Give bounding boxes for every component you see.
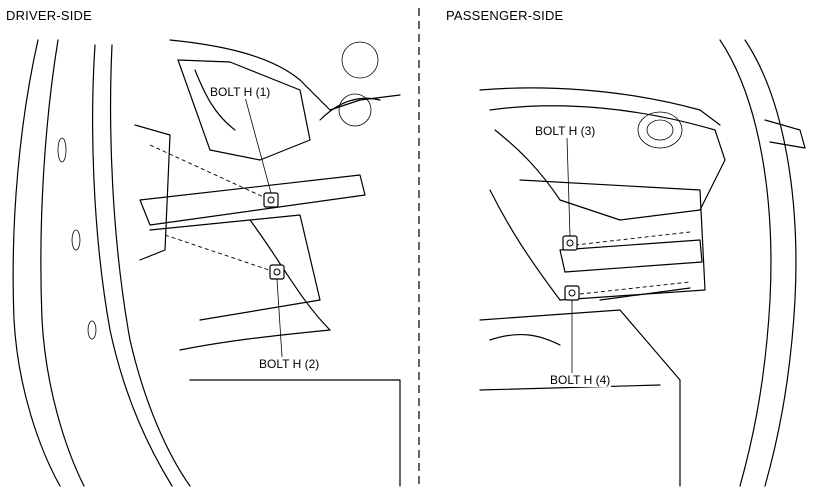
passenger-side-title: PASSENGER-SIDE — [446, 8, 564, 23]
bolt-h-2-label: BOLT H (2) — [258, 357, 321, 371]
bolt-h-4-label: BOLT H (4) — [549, 373, 612, 387]
bolt-1-icon — [263, 192, 279, 208]
bolt-h-3-label: BOLT H (3) — [534, 124, 597, 138]
bolt-2-icon — [269, 264, 285, 280]
driver-side-title: DRIVER-SIDE — [6, 8, 92, 23]
passenger-side-illustration — [479, 39, 806, 487]
bolt-h-1-label: BOLT H (1) — [209, 85, 272, 99]
bolt-4-icon — [564, 285, 580, 301]
bolt-3-icon — [562, 235, 578, 251]
driver-side-illustration — [12, 39, 401, 487]
